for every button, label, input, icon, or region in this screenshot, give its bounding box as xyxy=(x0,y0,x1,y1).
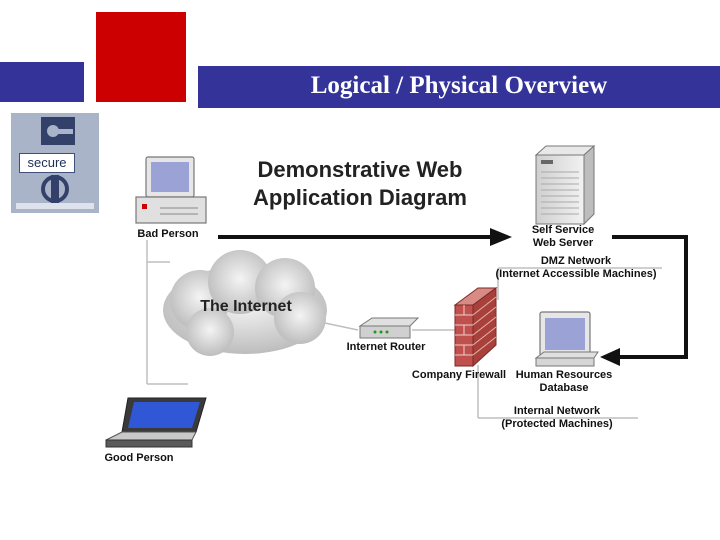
header-band-left xyxy=(0,62,84,102)
firewall-icon xyxy=(453,287,498,368)
web-server-icon xyxy=(534,144,596,226)
dmz-network-label: DMZ Network (Internet Accessible Machine… xyxy=(486,255,666,281)
dmz-label-line2: (Internet Accessible Machines) xyxy=(495,268,657,280)
good-person-label: Good Person xyxy=(104,452,174,464)
hr-database-computer-icon xyxy=(534,311,599,367)
internet-label: The Internet xyxy=(200,298,292,315)
router-icon xyxy=(358,317,420,339)
accent-red-square xyxy=(96,12,186,102)
logo-label: secure xyxy=(19,153,75,173)
bad-person-computer-icon xyxy=(135,156,207,224)
web-server-label-line2: Web Server xyxy=(532,237,594,249)
server-to-db-arrow xyxy=(600,235,688,366)
hr-db-label-line2: Database xyxy=(539,382,589,394)
bad-person-label: Bad Person xyxy=(137,228,199,240)
diagram-heading-line2: Application Diagram xyxy=(253,185,467,210)
router-label: Internet Router xyxy=(346,341,426,353)
slide-title: Logical / Physical Overview xyxy=(310,72,608,99)
internet-cloud-icon xyxy=(163,250,327,356)
internal-network-label: Internal Network (Protected Machines) xyxy=(494,405,620,431)
title-band xyxy=(198,66,720,108)
diagram-heading: Demonstrative Web Application Diagram xyxy=(225,156,495,212)
internal-label-line1: Internal Network xyxy=(513,405,601,417)
good-person-laptop-icon xyxy=(105,397,207,448)
internal-label-line2: (Protected Machines) xyxy=(501,418,613,430)
web-server-label-line1: Self Service xyxy=(531,224,595,236)
diagram-heading-line1: Demonstrative Web xyxy=(257,157,463,182)
hr-db-label-line1: Human Resources xyxy=(515,369,613,381)
web-server-label: Self Service Web Server xyxy=(518,224,608,250)
hr-database-label: Human Resources Database xyxy=(510,369,618,395)
secure-logo: secure xyxy=(11,113,99,213)
attack-path-arrow xyxy=(218,228,512,246)
firewall-label: Company Firewall xyxy=(411,369,507,381)
dmz-label-line1: DMZ Network xyxy=(540,255,612,267)
connection-lines xyxy=(146,240,662,419)
